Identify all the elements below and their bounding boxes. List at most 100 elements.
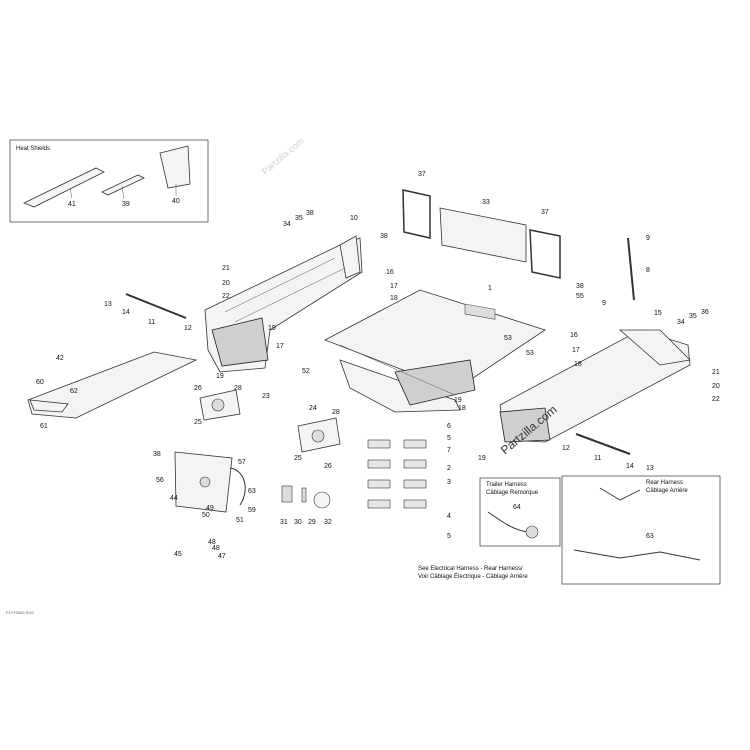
callout-37a[interactable]: 37 [418, 171, 426, 178]
left-frame-rail[interactable] [204, 235, 363, 373]
callout-11b[interactable]: 11 [594, 455, 601, 462]
callout-30[interactable]: 30 [294, 519, 302, 526]
callout-1[interactable]: 1 [488, 285, 492, 292]
callout-36[interactable]: 36 [701, 309, 709, 316]
callout-34b[interactable]: 34 [677, 319, 685, 326]
callout-57[interactable]: 57 [238, 459, 246, 466]
right-tie-rod[interactable] [575, 433, 631, 455]
callout-20a[interactable]: 20 [222, 280, 230, 287]
callout-28b[interactable]: 28 [332, 409, 340, 416]
electrical-panel[interactable] [174, 451, 246, 513]
callout-5a[interactable]: 5 [447, 435, 451, 442]
callout-14a[interactable]: 14 [122, 309, 130, 316]
callout-31[interactable]: 31 [280, 519, 288, 526]
callout-26a[interactable]: 26 [194, 385, 202, 392]
callout-22b[interactable]: 22 [712, 396, 720, 403]
right-gate-bracket[interactable] [529, 229, 561, 279]
callout-9a[interactable]: 9 [646, 235, 650, 242]
heat-shield-40[interactable] [159, 145, 191, 189]
gas-strut[interactable] [627, 237, 635, 301]
callout-8[interactable]: 8 [646, 267, 650, 274]
hitch-bracket-center[interactable] [297, 417, 341, 453]
callout-62[interactable]: 62 [70, 388, 78, 395]
callout-19c[interactable]: 19 [454, 397, 462, 404]
callout-38d[interactable]: 38 [153, 451, 161, 458]
callout-19d[interactable]: 19 [478, 455, 486, 462]
callout-63a[interactable]: 63 [248, 488, 256, 495]
callout-38a[interactable]: 38 [306, 210, 314, 217]
callout-64[interactable]: 64 [513, 504, 521, 511]
callout-52[interactable]: 52 [302, 368, 310, 375]
callout-18c[interactable]: 18 [574, 361, 582, 368]
callout-23[interactable]: 23 [262, 393, 270, 400]
callout-53b[interactable]: 53 [526, 350, 534, 357]
callout-9b[interactable]: 9 [602, 300, 606, 307]
callout-12b[interactable]: 12 [562, 445, 570, 452]
callout-63b[interactable]: 63 [646, 533, 654, 540]
callout-59[interactable]: 59 [248, 507, 256, 514]
callout-13a[interactable]: 13 [104, 301, 112, 308]
callout-21a[interactable]: 21 [222, 265, 230, 272]
callout-48a[interactable]: 48 [208, 539, 216, 546]
callout-37b[interactable]: 37 [541, 209, 549, 216]
left-gate-bracket[interactable] [402, 189, 431, 239]
callout-26b[interactable]: 26 [324, 463, 332, 470]
callout-39[interactable]: 39 [122, 201, 130, 208]
callout-16b[interactable]: 16 [570, 332, 578, 339]
callout-48b[interactable]: 48 [212, 545, 220, 552]
callout-38b[interactable]: 38 [380, 233, 388, 240]
callout-42[interactable]: 42 [56, 355, 64, 362]
callout-60[interactable]: 60 [36, 379, 44, 386]
callout-24[interactable]: 24 [309, 405, 317, 412]
trailer-harness[interactable] [487, 511, 529, 533]
heat-shield-39[interactable] [101, 174, 145, 196]
heat-shield-41[interactable] [23, 167, 105, 208]
callout-25a[interactable]: 25 [194, 419, 202, 426]
callout-38c[interactable]: 38 [576, 283, 584, 290]
callout-41[interactable]: 41 [68, 201, 76, 208]
clamp-column[interactable] [367, 439, 427, 509]
skid-plate[interactable] [27, 351, 198, 419]
callout-10[interactable]: 10 [350, 215, 358, 222]
callout-19b[interactable]: 19 [216, 373, 224, 380]
callout-18b[interactable]: 18 [458, 405, 466, 412]
rear-harness[interactable] [573, 549, 701, 561]
callout-55[interactable]: 55 [576, 293, 584, 300]
callout-12a[interactable]: 12 [184, 325, 192, 332]
callout-17b[interactable]: 17 [276, 343, 284, 350]
cargo-box-frame[interactable] [324, 289, 546, 413]
callout-2[interactable]: 2 [447, 465, 451, 472]
callout-4[interactable]: 4 [447, 513, 451, 520]
callout-51[interactable]: 51 [236, 517, 244, 524]
rear-gate[interactable] [439, 207, 527, 320]
callout-20b[interactable]: 20 [712, 383, 720, 390]
callout-50[interactable]: 50 [202, 512, 210, 519]
callout-21b[interactable]: 21 [712, 369, 720, 376]
callout-28a[interactable]: 28 [234, 385, 242, 392]
callout-49[interactable]: 49 [206, 505, 214, 512]
callout-34a[interactable]: 34 [283, 221, 291, 228]
callout-45[interactable]: 45 [174, 551, 182, 558]
right-frame-rail[interactable] [499, 329, 691, 443]
left-tie-rod[interactable] [125, 293, 187, 319]
callout-17c[interactable]: 17 [572, 347, 580, 354]
callout-47[interactable]: 47 [218, 553, 226, 560]
callout-15[interactable]: 15 [654, 310, 662, 317]
hitch-bracket-left[interactable] [199, 389, 241, 421]
callout-13b[interactable]: 13 [646, 465, 654, 472]
callout-56[interactable]: 56 [156, 477, 164, 484]
callout-33[interactable]: 33 [482, 199, 490, 206]
callout-3[interactable]: 3 [447, 479, 451, 486]
callout-35b[interactable]: 35 [689, 313, 697, 320]
callout-18a[interactable]: 18 [390, 295, 398, 302]
callout-5b[interactable]: 5 [447, 533, 451, 540]
callout-40[interactable]: 40 [172, 198, 180, 205]
callout-22a[interactable]: 22 [222, 293, 230, 300]
callout-32[interactable]: 32 [324, 519, 332, 526]
callout-19a[interactable]: 19 [268, 325, 276, 332]
callout-25b[interactable]: 25 [294, 455, 302, 462]
callout-53a[interactable]: 53 [504, 335, 512, 342]
callout-11a[interactable]: 11 [148, 319, 155, 326]
callout-17a[interactable]: 17 [390, 283, 398, 290]
callout-14b[interactable]: 14 [626, 463, 634, 470]
